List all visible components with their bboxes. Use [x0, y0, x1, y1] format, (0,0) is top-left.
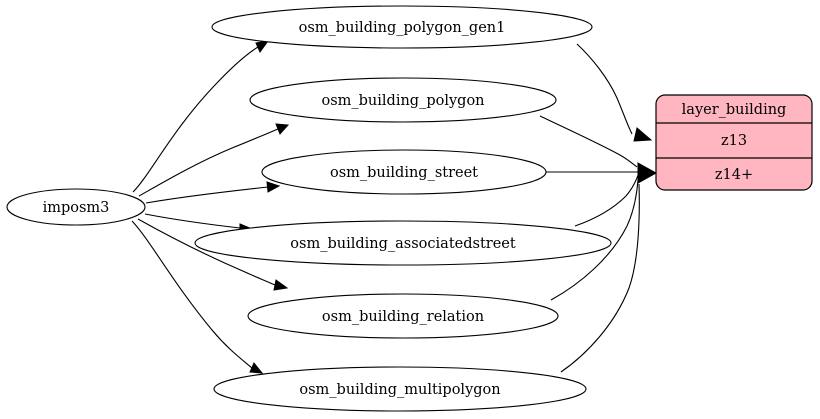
edge-imposm3-to-multipolygon	[131, 220, 253, 369]
node-layer-building[interactable]: layer_building z13 z14+	[655, 94, 813, 191]
arrowhead-relation	[273, 279, 289, 291]
node-osm-building-associatedstreet-label: osm_building_associatedstreet	[290, 236, 516, 252]
record-row-layer-name: layer_building	[682, 102, 787, 118]
edge-imposm3-to-polygon	[138, 128, 279, 197]
edge-relation-to-z14	[550, 179, 639, 301]
node-osm-building-relation-label: osm_building_relation	[322, 309, 484, 325]
edge-imposm3-to-polygon-gen1	[132, 46, 259, 193]
node-osm-building-relation[interactable]: osm_building_relation	[247, 293, 559, 339]
edge-imposm3-to-street	[145, 186, 269, 204]
edge-polygon-gen1-to-z13	[576, 43, 633, 135]
edge-imposm3-to-associatedstreet	[144, 213, 241, 229]
node-imposm3[interactable]: imposm3	[6, 188, 146, 226]
record-row-z14plus: z14+	[715, 167, 753, 183]
record-row-z13: z13	[721, 133, 747, 149]
node-osm-building-street-label: osm_building_street	[330, 165, 478, 181]
node-imposm3-shape[interactable]	[6, 188, 146, 226]
edge-imposm3-to-relation	[137, 218, 276, 286]
node-osm-building-associatedstreet-shape[interactable]	[194, 220, 612, 266]
node-osm-building-relation-shape[interactable]	[247, 293, 559, 339]
node-osm-building-polygon-shape[interactable]	[249, 77, 557, 123]
arrowhead-multipolygon	[249, 362, 264, 374]
node-osm-building-street[interactable]: osm_building_street	[261, 149, 547, 195]
node-osm-building-polygon-gen1[interactable]: osm_building_polygon_gen1	[211, 5, 593, 49]
node-osm-building-polygon[interactable]: osm_building_polygon	[249, 77, 557, 123]
node-osm-building-multipolygon-shape[interactable]	[213, 366, 587, 412]
arrowhead-z13	[633, 127, 653, 142]
node-osm-building-associatedstreet[interactable]: osm_building_associatedstreet	[194, 220, 612, 266]
node-osm-building-polygon-gen1-shape[interactable]	[211, 5, 593, 49]
arrowhead-polygon	[275, 123, 290, 135]
edge-polygon-to-z14	[539, 115, 638, 168]
node-osm-building-multipolygon[interactable]: osm_building_multipolygon	[213, 366, 587, 412]
edge-associatedstreet-to-z14	[574, 174, 639, 227]
edge-group-tables-to-layer	[539, 43, 658, 373]
node-imposm3-label: imposm3	[43, 200, 110, 216]
arrowhead-z14plus	[637, 162, 658, 184]
arrowhead-polygon-gen1	[255, 40, 270, 53]
node-layer-building-box[interactable]	[655, 94, 813, 191]
node-osm-building-multipolygon-label: osm_building_multipolygon	[299, 382, 500, 398]
node-osm-building-polygon-gen1-label: osm_building_polygon_gen1	[299, 20, 506, 36]
node-osm-building-street-shape[interactable]	[261, 149, 547, 195]
edge-multipolygon-to-z14	[560, 183, 640, 373]
node-osm-building-polygon-label: osm_building_polygon	[321, 93, 484, 109]
arrowhead-street	[266, 181, 281, 193]
